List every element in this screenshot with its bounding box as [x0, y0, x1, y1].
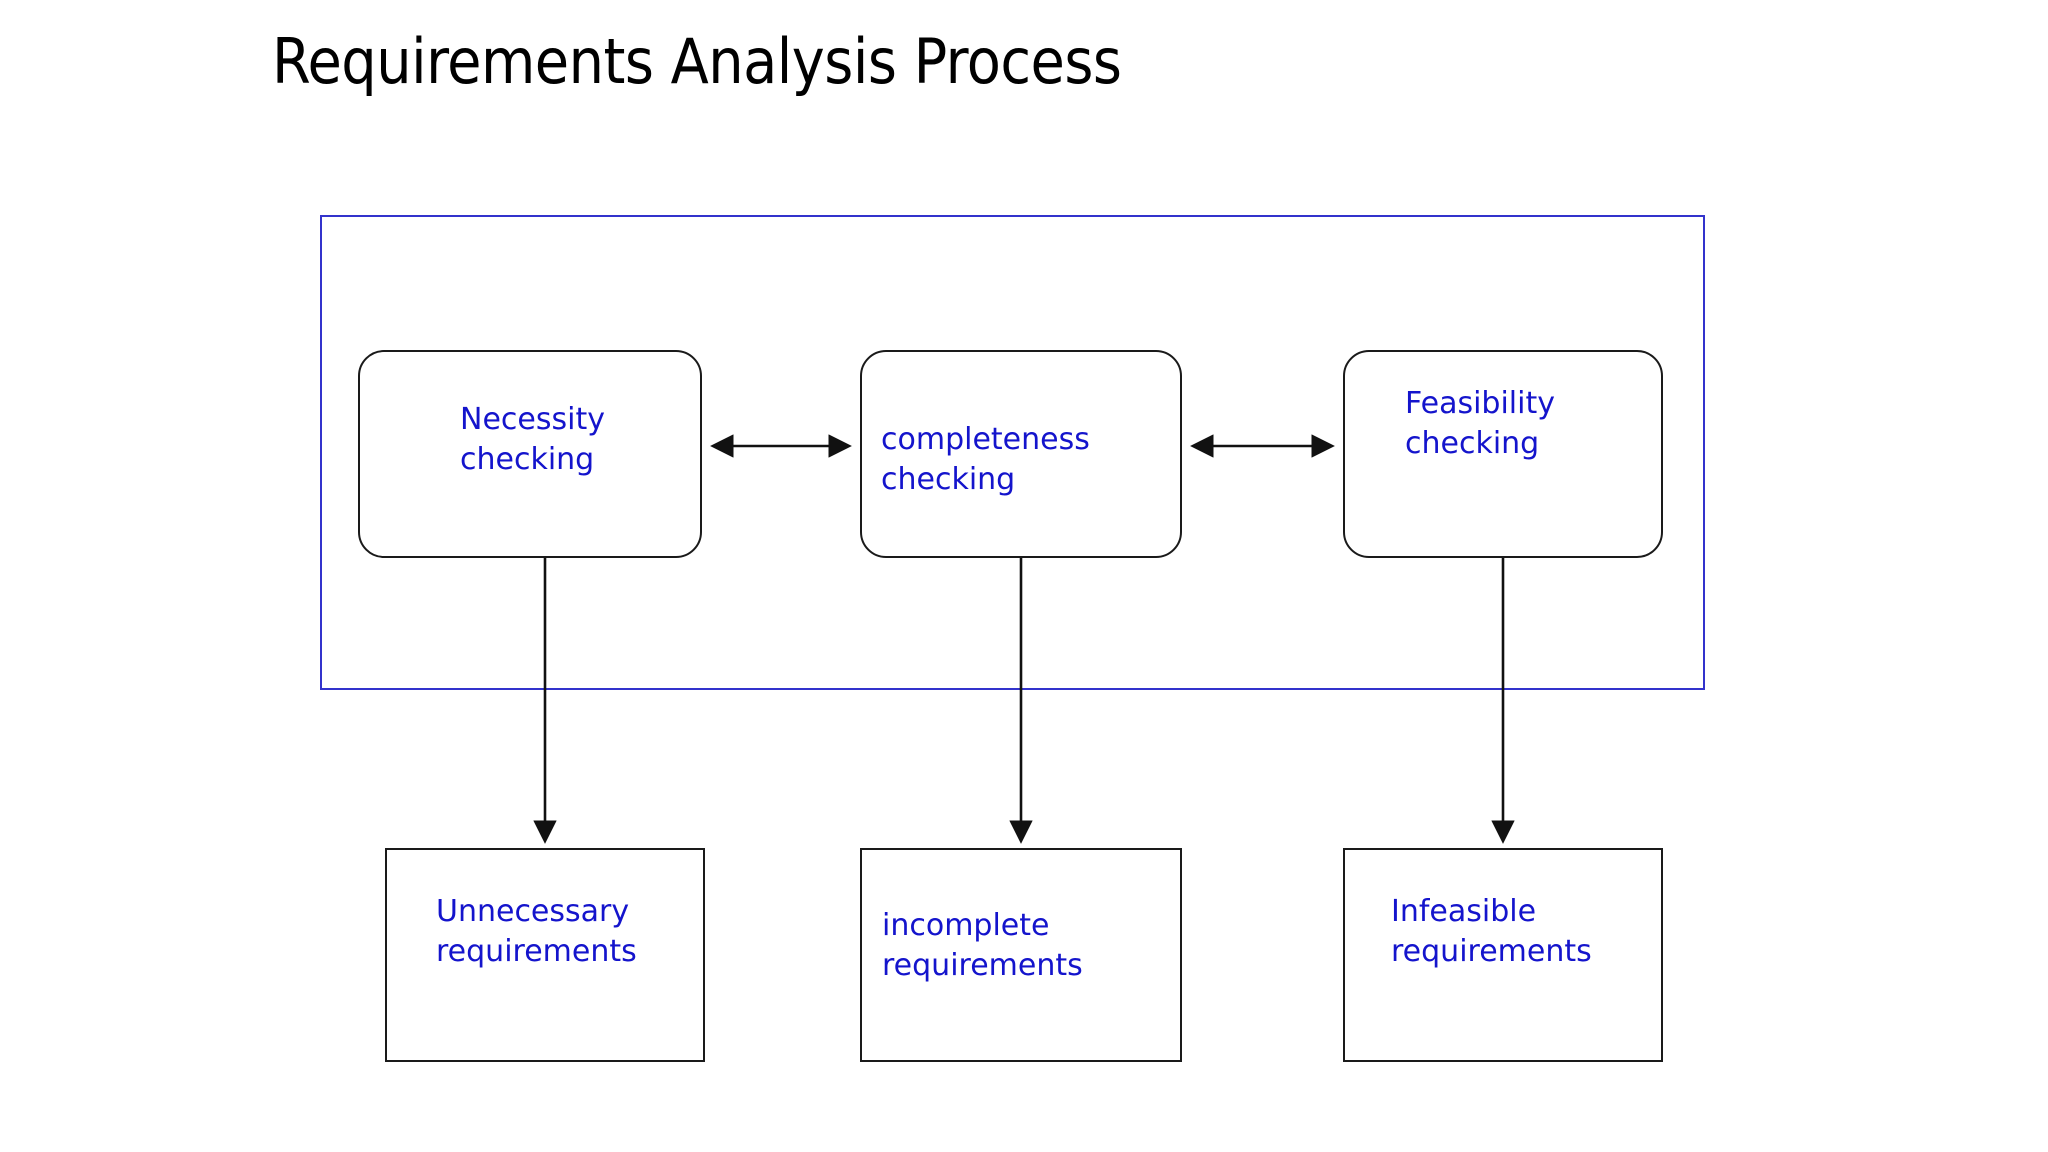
- node-completeness-checking-label: completeness checking: [881, 422, 1090, 497]
- node-necessity-checking-label: Necessity checking: [460, 402, 605, 477]
- node-unnecessary-requirements-label: Unnecessary requirements: [436, 894, 637, 969]
- node-unnecessary-requirements[interactable]: Unnecessary requirements: [385, 848, 705, 1062]
- page-title: Requirements Analysis Process: [272, 25, 1122, 98]
- node-incomplete-requirements-label: incomplete requirements: [882, 908, 1083, 983]
- node-infeasible-requirements[interactable]: Infeasible requirements: [1343, 848, 1663, 1062]
- node-necessity-checking[interactable]: Necessity checking: [358, 350, 702, 558]
- node-feasibility-checking[interactable]: Feasibility checking: [1343, 350, 1663, 558]
- analysis-activities-group-container: [320, 215, 1705, 690]
- node-incomplete-requirements[interactable]: incomplete requirements: [860, 848, 1182, 1062]
- node-infeasible-requirements-label: Infeasible requirements: [1391, 894, 1592, 969]
- node-feasibility-checking-label: Feasibility checking: [1405, 386, 1555, 461]
- node-completeness-checking[interactable]: completeness checking: [860, 350, 1182, 558]
